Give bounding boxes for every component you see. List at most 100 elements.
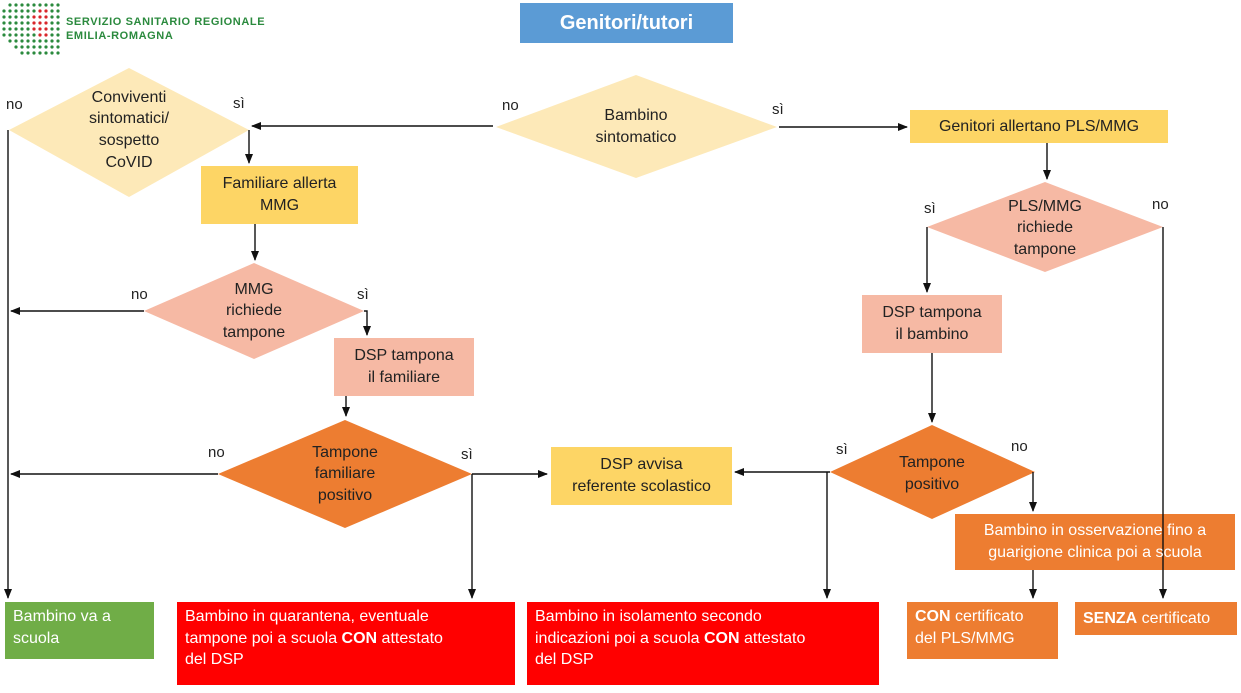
box-con-certificato: [907, 602, 1058, 659]
logo-dot: [38, 15, 42, 19]
logo-dot: [44, 21, 48, 25]
si-label-conviventi: sì: [233, 95, 245, 112]
logo-dot: [50, 51, 54, 55]
logo-dot: [32, 9, 36, 13]
logo-dot: [2, 33, 6, 37]
con-cert-bold: CON: [915, 608, 951, 625]
logo-dot: [20, 33, 24, 37]
box-familiare-allerta: [201, 166, 358, 224]
label-familiare-allerta: Familiare allerta MMG: [222, 175, 337, 214]
logo-dot: [56, 33, 60, 37]
logo-dot: [32, 51, 36, 55]
logo-dot: [26, 33, 30, 37]
logo-dot: [14, 39, 18, 43]
logo-dot: [8, 3, 12, 7]
label-dsp-tampona-bambino: DSP tampona il bambino: [882, 304, 982, 343]
label-dsp-tampona-familiare: DSP tampona il familiare: [354, 347, 454, 386]
quarantena-con: CON: [341, 629, 378, 647]
label-dsp-avvisa: DSP avvisa referente scolastico: [572, 456, 711, 495]
label-senza-certificato: SENZA certificato: [1075, 602, 1237, 635]
senza-cert-text: certificato: [1137, 610, 1211, 627]
label-conviventi: Conviventi sintomatici/ sospetto CoVID: [88, 88, 170, 171]
si-label-tampone-positivo: sì: [836, 441, 848, 458]
logo-dot: [44, 33, 48, 37]
logo-dot: [32, 15, 36, 19]
logo-dot: [8, 39, 12, 43]
logo-dot: [20, 15, 24, 19]
logo-dot: [44, 9, 48, 13]
logo-dot: [14, 3, 18, 7]
logo-dot: [56, 3, 60, 7]
isolamento-text-b: attestato del DSP: [535, 629, 806, 669]
logo-dot: [56, 15, 60, 19]
label-genitori-allertano: Genitori allertano PLS/MMG: [938, 117, 1140, 135]
logo-dot: [14, 15, 18, 19]
senza-cert-bold: SENZA: [1083, 610, 1138, 627]
logo-dot: [26, 3, 30, 7]
logo-dot: [38, 45, 42, 49]
no-label-pls: no: [1152, 196, 1169, 213]
box-isolamento: [527, 602, 879, 685]
box-senza-certificato: [1075, 602, 1237, 635]
box-osservazione: [955, 514, 1235, 570]
logo-dot: [32, 27, 36, 31]
logo-dot: [2, 9, 6, 13]
logo-dot: [56, 45, 60, 49]
label-tampone-familiare: Tampone familiare positivo: [312, 443, 378, 504]
logo-dot: [20, 45, 24, 49]
logo-dots: [2, 3, 60, 55]
logo-dot: [20, 51, 24, 55]
logo-dot: [44, 15, 48, 19]
con-cert-text: certificato del PLS/MMG: [915, 608, 1024, 647]
logo-dot: [50, 27, 54, 31]
box-dsp-tampona-bambino: [862, 295, 1002, 353]
diamond-tampone-positivo: [830, 425, 1035, 519]
logo-dot: [32, 45, 36, 49]
no-label-tampone-familiare: no: [208, 444, 225, 461]
box-quarantena: [177, 602, 515, 685]
si-label-tampone-familiare: sì: [461, 446, 473, 463]
logo-dot: [56, 39, 60, 43]
box-va-a-scuola: [5, 602, 154, 659]
logo-dot: [14, 9, 18, 13]
logo-dot: [14, 27, 18, 31]
logo-dot: [56, 51, 60, 55]
logo-dot: [32, 21, 36, 25]
diamond-mmg: [144, 263, 364, 359]
logo-dot: [26, 45, 30, 49]
logo-dot: [38, 3, 42, 7]
logo-dot: [20, 27, 24, 31]
logo-dot: [14, 45, 18, 49]
diamond-pls-mmg: [927, 182, 1163, 272]
logo-dot: [38, 39, 42, 43]
logo-dot: [8, 21, 12, 25]
logo-dot: [32, 3, 36, 7]
label-osservazione: Bambino in osservazione fino a guarigion…: [983, 522, 1207, 561]
label-quarantena: Bambino in quarantena, eventuale tampone…: [177, 602, 515, 685]
logo-dot: [32, 39, 36, 43]
logo-dot: [26, 9, 30, 13]
label-va-a-scuola: Bambino va a scuola: [13, 608, 111, 647]
diamond-tampone-familiare: [218, 420, 472, 528]
logo-dot: [26, 27, 30, 31]
quarantena-text-b: attestato del DSP: [185, 629, 443, 669]
logo-dot: [50, 33, 54, 37]
box-dsp-avvisa: [551, 447, 732, 505]
si-label-bambino: sì: [772, 101, 784, 118]
isolamento-con: CON: [704, 629, 740, 647]
logo-dot: [50, 21, 54, 25]
logo-dot: [56, 21, 60, 25]
diamond-conviventi: [9, 68, 249, 197]
logo-dot: [56, 9, 60, 13]
box-dsp-tampona-familiare: [334, 338, 474, 396]
label-con-certificato: CON certificato del PLS/MMG: [907, 602, 1058, 659]
quarantena-text-a: Bambino in quarantena, eventuale tampone…: [185, 608, 429, 647]
logo-dot: [44, 51, 48, 55]
logo-dot: [8, 27, 12, 31]
no-label-mmg: no: [131, 286, 148, 303]
logo-dot: [8, 9, 12, 13]
no-label-conviventi: no: [6, 96, 23, 113]
logo-dot: [8, 15, 12, 19]
logo-dot: [2, 21, 6, 25]
